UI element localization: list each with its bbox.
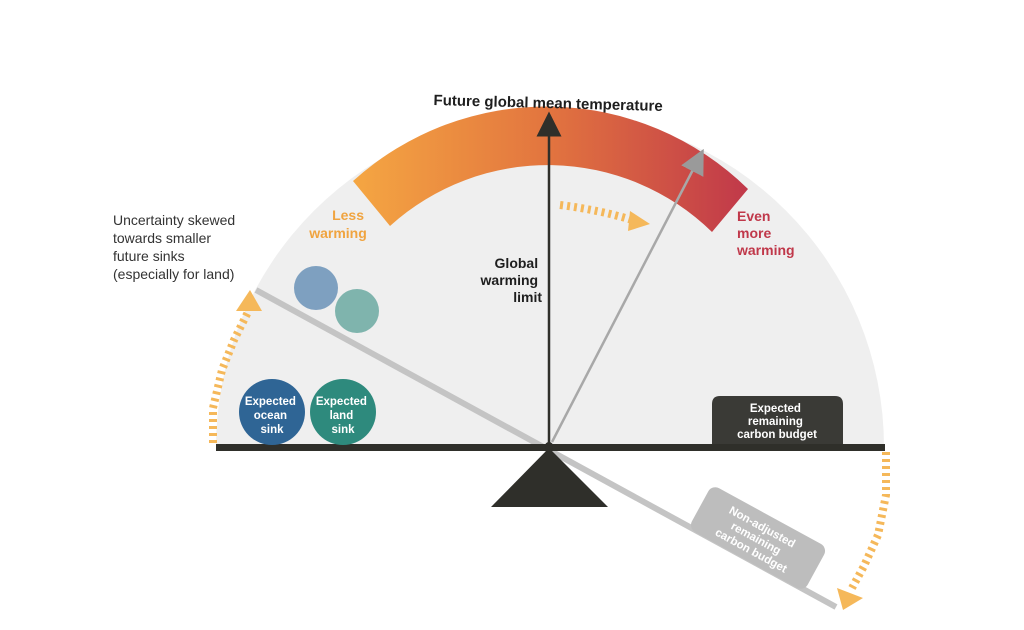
arc-dashed-arrow [559, 201, 634, 224]
future-ocean-sink [294, 266, 338, 310]
temperature-arc [353, 106, 748, 232]
warming-pointer-arrow [550, 148, 704, 443]
expected-budget-label: Expected remaining carbon budget [737, 403, 817, 441]
future-land-sink [335, 289, 379, 333]
left-dashed-arrow [209, 310, 252, 443]
less-warming-label: Less warming [308, 207, 368, 241]
expected-land-sink [310, 379, 376, 445]
even-more-warming-label: Even more warming [736, 208, 795, 258]
arc-dashed-arrowhead [628, 211, 650, 231]
global-warming-limit-label: Global warming limit [480, 255, 543, 305]
right-dashed-arrowhead [837, 588, 863, 610]
expected-land-sink-label: Expected land sink [316, 396, 370, 436]
uncertainty-note: Uncertainty skewed towards smaller futur… [113, 212, 239, 282]
left-dashed-arrowhead [236, 290, 262, 311]
diagram-title: Future global mean temperature [433, 92, 663, 115]
expected-ocean-sink [239, 379, 305, 445]
expected-budget-box [712, 396, 843, 444]
non-adjusted-budget-box [690, 487, 826, 589]
fulcrum [491, 448, 608, 507]
right-dashed-arrow [848, 452, 890, 590]
expected-ocean-sink-label: Expected ocean sink [245, 396, 299, 436]
